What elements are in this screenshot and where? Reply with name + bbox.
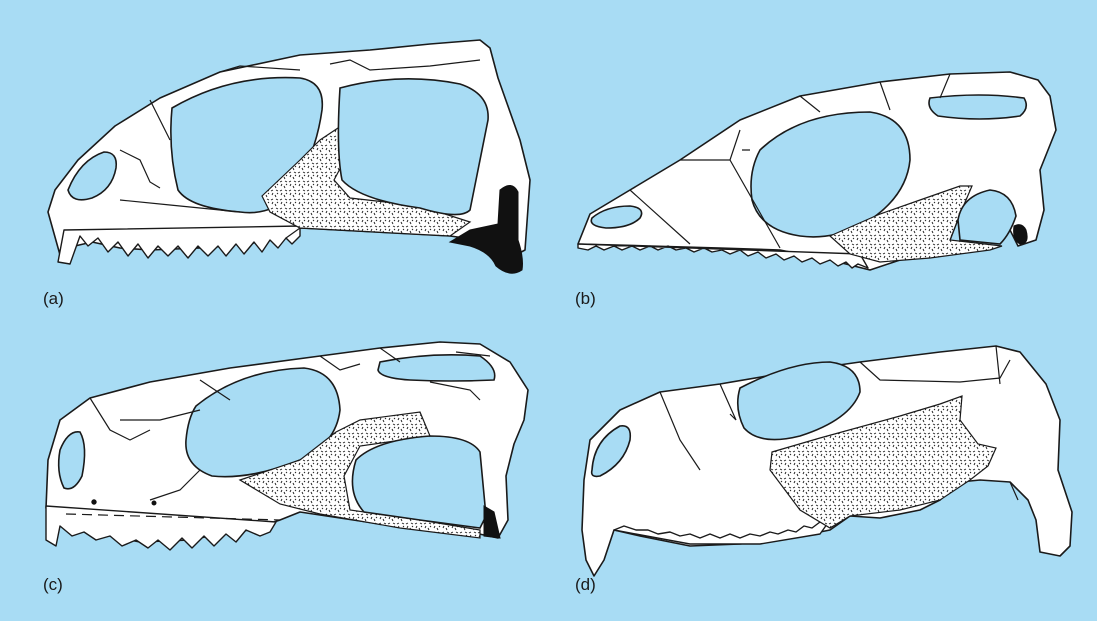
panel-label-c: (c)	[43, 576, 63, 593]
panel-label-d: (d)	[575, 576, 596, 593]
panel-label-a: (a)	[43, 290, 64, 307]
panel-label-b: (b)	[575, 290, 596, 307]
